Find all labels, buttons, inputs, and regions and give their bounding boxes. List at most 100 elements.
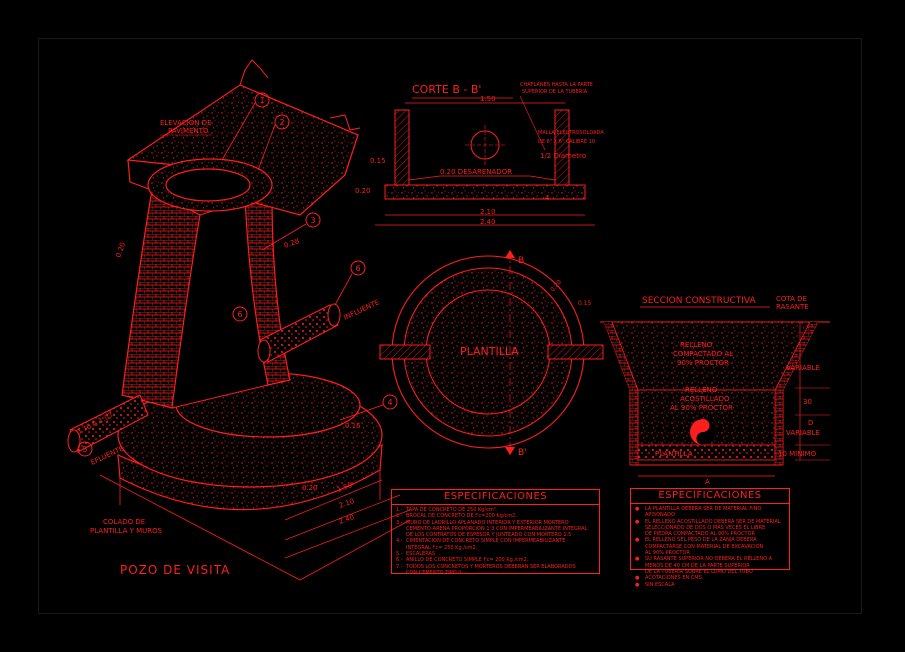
sc-relleno2-3: AL 90% PROCTOR [670, 404, 733, 412]
specs-left-item-text: DE LOS CONTRATOS DE ESPESOR Y JUNTEADO C… [406, 532, 572, 539]
specs-left-item: 2.-BROCAL DE CONCRETO DE f'c=200 Kg/cm2. [396, 513, 595, 519]
sc-variable: VARIABLE [786, 364, 820, 372]
specs-right: ESPECIFICACIONES ● LA PLANTILLA DEBERA SE… [630, 488, 790, 588]
specs-left-list: 1.-TAPA DE CONCRETO DE 250 Kg/cm².2.-BRO… [396, 507, 595, 576]
specs-left-item: 3.-MURO DE LADRILLO APLANADO INTERIOR Y … [396, 520, 595, 526]
dim-0-15: 0.15 [345, 422, 361, 430]
specs-right-item: ● SU RASANTE SUPERIOR NO DEBERA EL RELLEN… [635, 556, 785, 562]
note-chaflanes-1: CHAFLANES HASTA LA PARTE [520, 82, 593, 88]
specs-right-item-text: LA PLANTILLA DEBERA SER DE MATERIAL FINO [645, 506, 762, 512]
specs-right-item-marker: ● [635, 581, 640, 588]
specs-right-item: DE LA TUBERIA SOBRE EL LOMO DEL TUBO [635, 569, 785, 575]
specs-right-item-marker: ● [635, 556, 640, 563]
sc-30: 30 [803, 398, 812, 406]
specs-right-item: DE PIEDRA COMPACTADO AL 90% PROCTOR [635, 531, 785, 537]
specs-left-item-marker: 3.- [396, 519, 403, 526]
specs-right-item-text: DE PIEDRA COMPACTADO AL 90% PROCTOR [645, 531, 755, 538]
specs-left-item: INTEGRAL f'c= 250 Kg./cm2. [396, 545, 595, 551]
callout-4-bb: 4 [545, 194, 550, 202]
specs-right-list: ● LA PLANTILLA DEBERA SER DE MATERIAL FIN… [635, 506, 785, 588]
isometric-callouts [77, 92, 398, 457]
specs-left-item-text: BROCAL DE CONCRETO DE f'c=200 Kg/cm2. [406, 513, 517, 520]
sc-cota-1: COTA DE [776, 295, 807, 303]
sc-plantilla: PLANTILLA [655, 450, 693, 458]
dim-0-15-bb: 0.15 [370, 157, 386, 165]
plan-b-bottom: B' [518, 448, 527, 458]
label-influente: INFLUENTE [342, 298, 380, 321]
specs-left-item: 7.-TODOS LOS CONCRETOS Y MORTEROS DEBERA… [396, 564, 595, 570]
specs-right-item: SELECCIONADO DE DOS O MAS VECES EL LIBRE [635, 525, 785, 531]
dim-2-10: 2.10 [338, 497, 355, 510]
specs-right-item-text: APISONADO [645, 512, 675, 519]
specs-right-item-text: EL RELLENO SEL PESO DE LA ZANJA DEBERA [645, 537, 757, 544]
callout-1: 1 [259, 96, 264, 105]
title-pozo-de-visita: POZO DE VISITA [120, 563, 230, 577]
sc-d-variable: VARIABLE [786, 429, 820, 437]
specs-right-item: ●EL RELLENO ACOSTILLADO DEBERA SER DE MA… [635, 519, 785, 525]
plan-b-top: B [518, 256, 524, 266]
specs-left-item: 6.-ANILLO DE CONCRETO SIMPLE f'c= 200 Kg… [396, 557, 595, 563]
specs-left-item-marker: 2.- [396, 513, 403, 520]
section-title: CORTE B - B' [412, 83, 481, 96]
specs-left-item: 1.-TAPA DE CONCRETO DE 250 Kg/cm². [396, 507, 595, 513]
specs-left: ESPECIFICACIONES 1.-TAPA DE CONCRETO DE … [391, 489, 600, 576]
callout-5: 5 [82, 445, 87, 454]
sc-relleno1-1: RELLENO [680, 341, 713, 349]
specs-right-item-text: SU RASANTE SUPERIOR NO DEBERA EL RELLENO… [645, 556, 773, 563]
specs-left-title: ESPECIFICACIONES [392, 490, 599, 505]
label-colado-1: COLADO DE [103, 518, 145, 526]
specs-right-item: ●ACOTACIONES EN CMS. [635, 575, 785, 581]
sc-a: A [705, 478, 710, 486]
specs-left-item-text: CIMENTACION DE CONCRETO SIMPLE CON IMPER… [406, 538, 566, 545]
dim-0-20-left: 0.20 [355, 187, 371, 195]
specs-right-item: COMPACTARSE CON MATERIAL DE EXCAVACION [635, 544, 785, 550]
specs-left-item-text: MURO DE LADRILLO APLANADO INTERIOR Y EXT… [406, 519, 569, 526]
specs-right-item-text: MENOS DE 40 CM DE LA PARTE SUPERIOR [645, 562, 750, 569]
dim-1-50-top: 1.50 [480, 95, 496, 103]
specs-left-item-text: CON CEMENTO TIPO II [406, 569, 462, 576]
specs-right-item-text: SELECCIONADO DE DOS O MAS VECES EL LIBRE [645, 524, 766, 531]
specs-right-item: AL 90% PROCTOR [635, 550, 785, 556]
specs-right-item-text: DE LA TUBERIA SOBRE EL LOMO DEL TUBO [645, 568, 753, 575]
note-malla-1: MALLA ELECTROSOLDADA [538, 130, 604, 136]
sc-relleno1-3: 90% PROCTOR [677, 359, 729, 367]
specs-right-title: ESPECIFICACIONES [631, 489, 789, 504]
specs-left-item-marker: 6.- [396, 557, 403, 564]
dim-0-28: 0.28 [283, 237, 300, 250]
specs-right-item: MENOS DE 40 CM DE LA PARTE SUPERIOR [635, 563, 785, 569]
specs-left-item-text: ANILLO DE CONCRETO SIMPLE f'c= 200 Kg./c… [406, 557, 529, 564]
specs-left-item-text: ESCALERAS [406, 551, 436, 558]
note-malla-2: DE 6" X 6" CALIBRE 10 [538, 139, 595, 145]
seccion-constructiva: SECCION CONSTRUCTIVA COTA DE RASANTE [600, 295, 830, 486]
specs-left-item-marker: 4.- [396, 538, 403, 545]
label-pavimento-2: PAVIMENTO [168, 127, 209, 135]
sc-minimo: 10 MINIMO [778, 450, 817, 458]
callout-2: 2 [279, 118, 284, 127]
sc-title: SECCION CONSTRUCTIVA [642, 296, 756, 306]
sc-d: D [808, 419, 813, 427]
dim-2-10-bb: 2.10 [480, 208, 496, 216]
specs-right-item: ●EL RELLENO SEL PESO DE LA ZANJA DEBERA [635, 537, 785, 543]
note-diametro: 1/2 Diametro [540, 152, 586, 160]
sc-relleno2-2: ACOSTILLADO [680, 395, 730, 403]
sc-cota-2: RASANTE [776, 303, 809, 311]
specs-right-item-text: EL RELLENO ACOSTILLADO DEBERA SER DE MAT… [645, 518, 781, 525]
specs-left-item-text: TAPA DE CONCRETO DE 250 Kg/cm². [406, 507, 498, 513]
callout-6b: 6 [355, 264, 360, 273]
sc-relleno1-2: COMPACTADO AL [673, 350, 733, 358]
plan-dim-0-15: 0.15 [578, 300, 592, 307]
specs-left-item-marker: 5.- [396, 551, 403, 558]
specs-left-item: CON CEMENTO TIPO II [396, 570, 595, 576]
note-chaflanes-2: SUPERIOR DE LA TUBERIA [522, 89, 588, 95]
specs-left-item: 5.-ESCALERAS [396, 551, 595, 557]
callout-3: 3 [310, 216, 315, 225]
specs-right-item: APISONADO [635, 512, 785, 518]
effluent-pipe [67, 394, 149, 453]
specs-left-item-marker: 7.- [396, 563, 403, 570]
specs-left-item-text: INTEGRAL f'c= 250 Kg./cm2. [406, 544, 478, 551]
label-colado-2: PLANTILLA Y MUROS [90, 527, 163, 535]
specs-left-item-text: CEMENTO-ARENA PROPORCION 1:3 CON IMPERME… [406, 525, 588, 532]
plan-dim-0-20: 0.20 [549, 278, 563, 293]
